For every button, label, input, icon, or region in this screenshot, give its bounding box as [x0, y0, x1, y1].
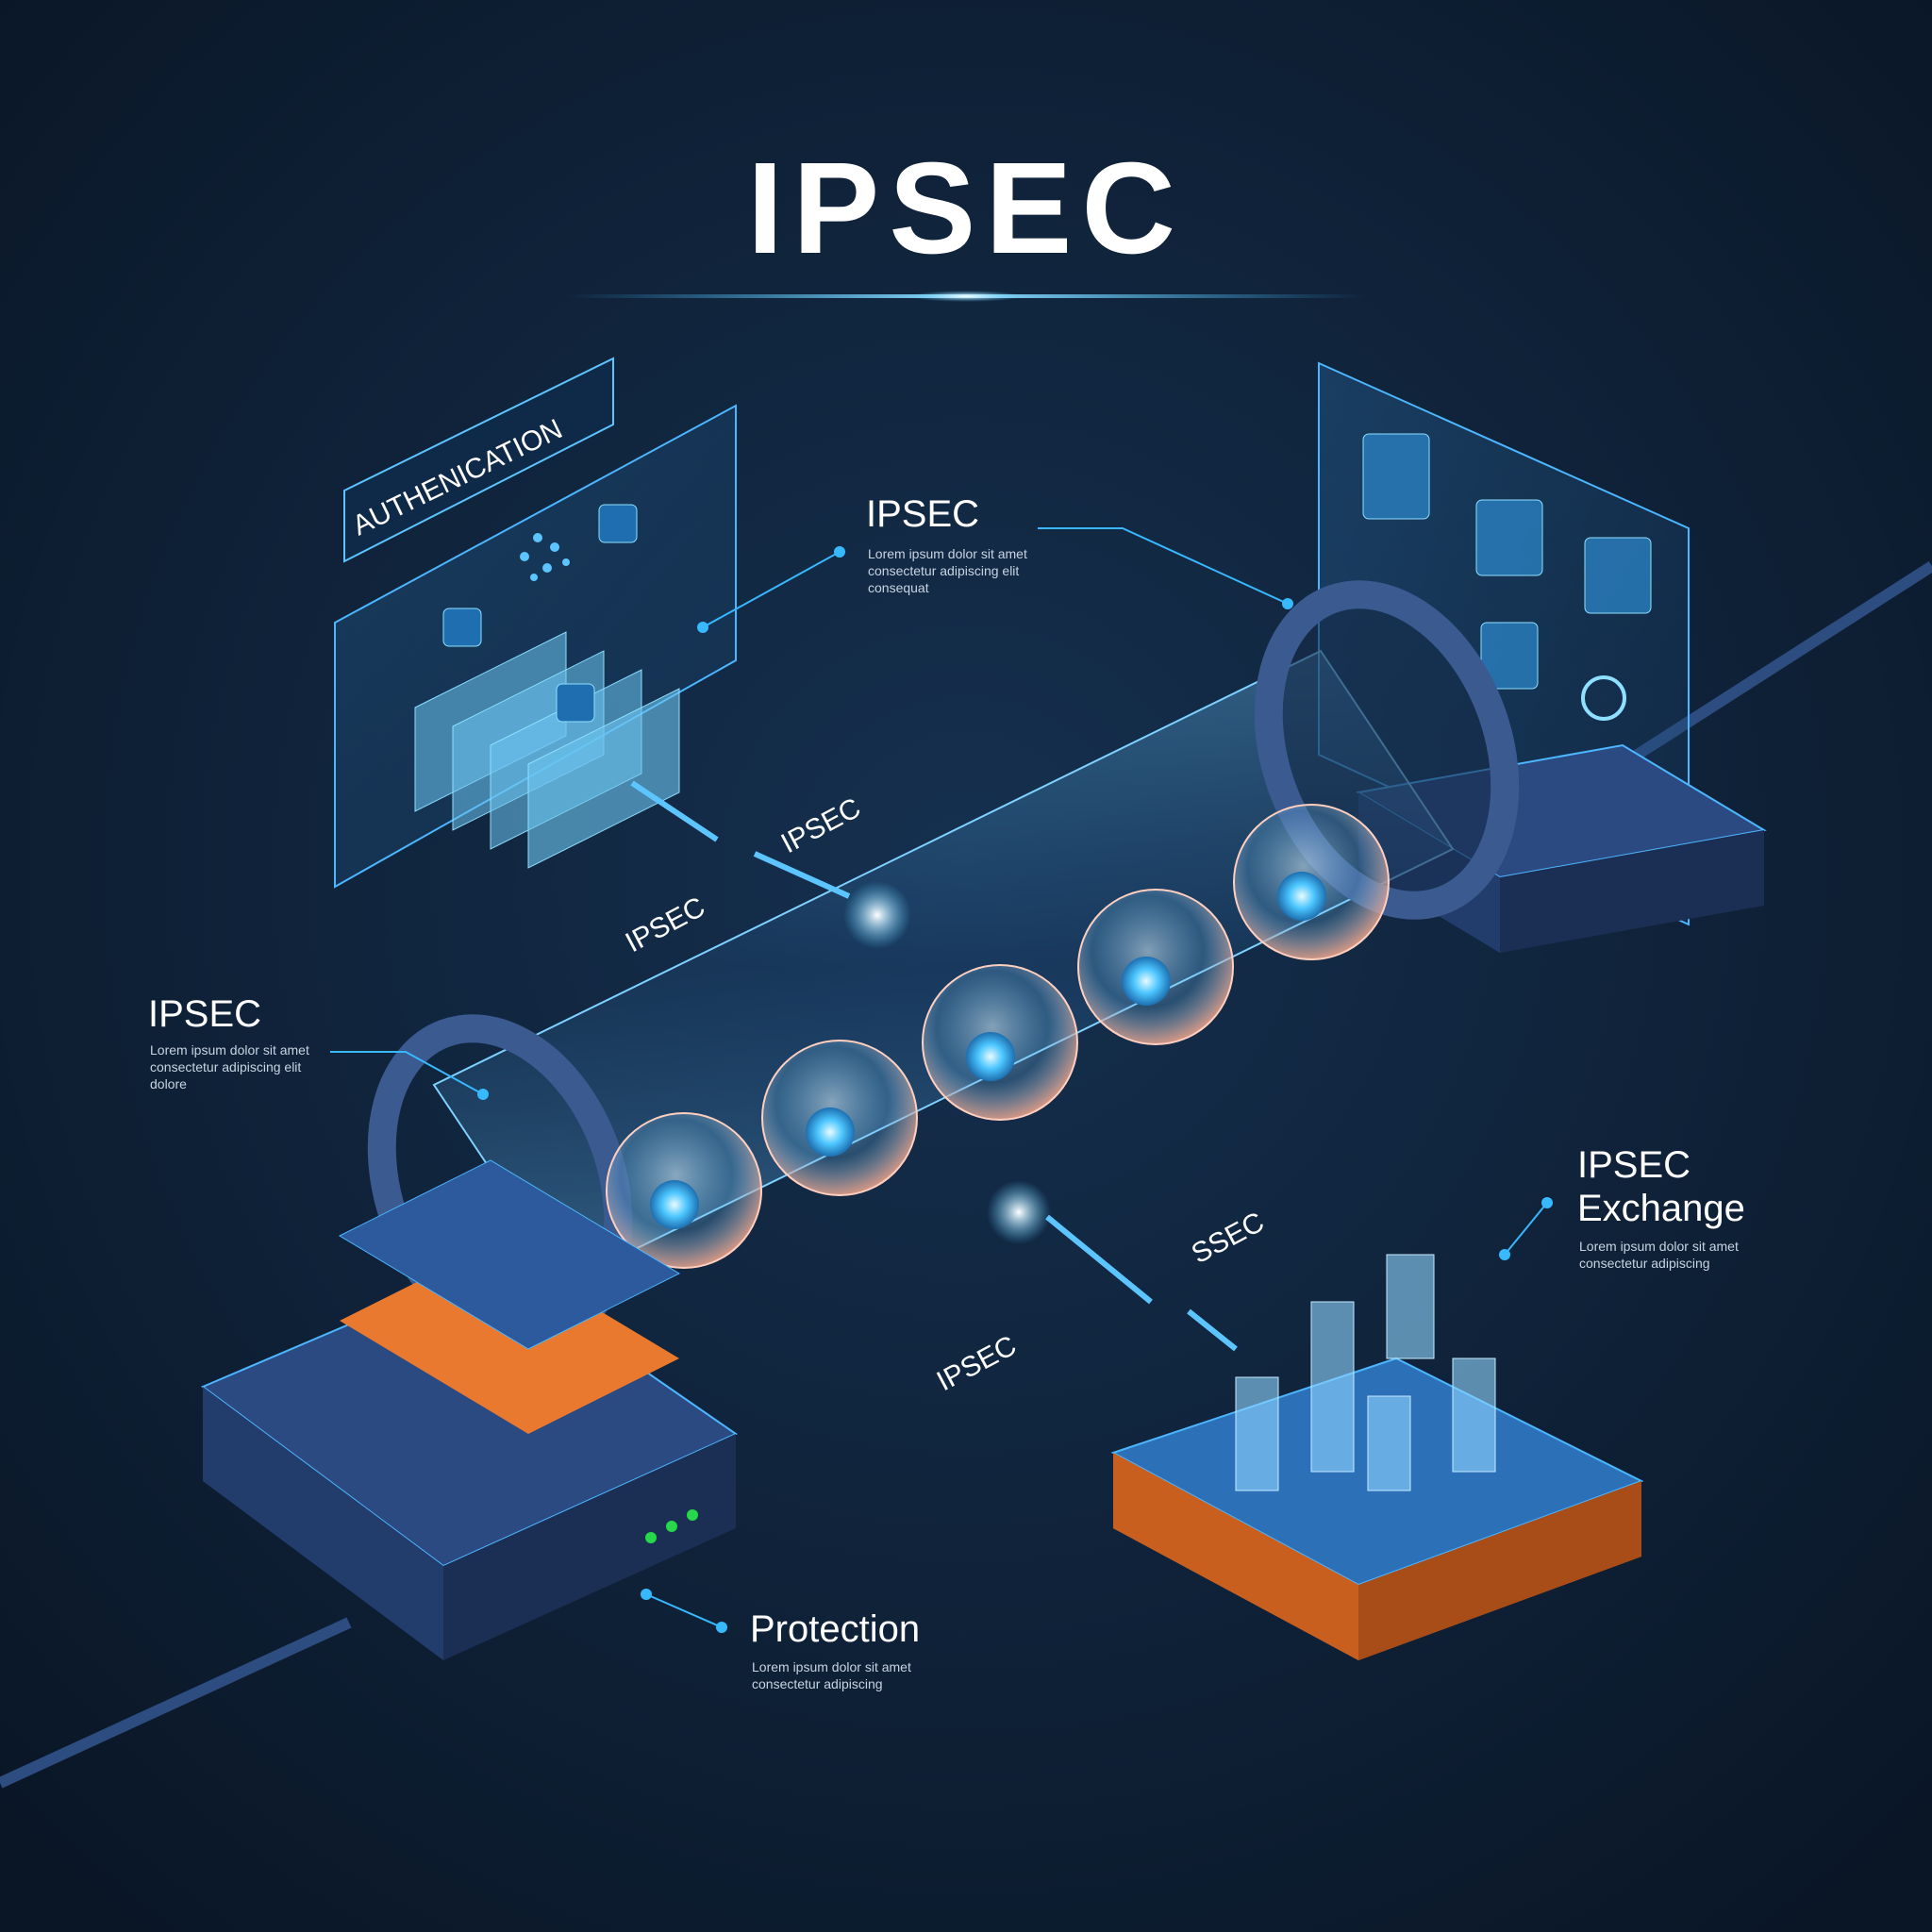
callout-top: IPSEC Lorem ipsum dolor sit amet consect…	[866, 493, 1027, 595]
callout-protection: Protection Lorem ipsum dolor sit amet co…	[750, 1608, 920, 1691]
arrow	[753, 851, 851, 899]
callout-line: dolore	[150, 1076, 187, 1091]
lock-icon	[442, 608, 482, 647]
callout-heading: IPSEC	[1577, 1144, 1690, 1186]
tunnel-flare-bottom	[987, 1180, 1051, 1244]
callout-heading: IPSEC	[148, 993, 261, 1035]
packet-core-icon	[966, 1032, 1015, 1081]
title-glow	[909, 291, 1023, 302]
arrow	[1045, 1214, 1153, 1305]
dot-cluster-icon	[520, 533, 570, 581]
packet-core-icon	[1122, 957, 1171, 1006]
callout-heading: Protection	[750, 1608, 920, 1650]
callout-subheading: Exchange	[1577, 1188, 1745, 1229]
callout-line: consectetur adipiscing	[752, 1676, 883, 1691]
packet-core-icon	[806, 1108, 855, 1157]
arrow	[630, 780, 719, 842]
page-title: IPSEC	[747, 136, 1185, 281]
leader-top	[702, 551, 841, 628]
data-exchange-platform	[1110, 1254, 1644, 1660]
leader-protection	[645, 1593, 723, 1628]
leader-right	[1038, 527, 1289, 605]
callout-exchange: IPSEC Exchange Lorem ipsum dolor sit ame…	[1577, 1144, 1745, 1271]
status-led	[645, 1532, 657, 1543]
platform-side	[1358, 1481, 1641, 1660]
callout-line: Lorem ipsum dolor sit amet	[752, 1659, 911, 1674]
orange-layer	[340, 1245, 679, 1434]
leader-lines	[330, 527, 1548, 1628]
callout-left: IPSEC Lorem ipsum dolor sit amet consect…	[148, 993, 309, 1091]
callout-line: Lorem ipsum dolor sit amet	[868, 546, 1027, 561]
home-medical-icon	[1475, 499, 1543, 576]
left-cable	[0, 1617, 352, 1789]
data-cube	[1367, 1395, 1411, 1491]
data-cube	[1235, 1376, 1279, 1491]
callout-line: consequat	[868, 580, 929, 595]
callout-line: Lorem ipsum dolor sit amet	[150, 1042, 309, 1058]
packet-core-icon	[1277, 872, 1326, 921]
leader-left	[330, 1051, 484, 1095]
document-icon	[1362, 433, 1430, 520]
platform-side	[1113, 1453, 1358, 1660]
leader-exchange	[1504, 1202, 1548, 1256]
status-led	[666, 1521, 677, 1532]
left-endpoint-device	[201, 1159, 739, 1660]
callout-line: consectetur adipiscing	[1579, 1256, 1710, 1271]
status-led	[687, 1509, 698, 1521]
person-id-icon	[1480, 622, 1539, 690]
callout-line: Lorem ipsum dolor sit amet	[1579, 1239, 1739, 1254]
callout-line: consectetur adipiscing elit	[150, 1059, 301, 1074]
data-cube	[1386, 1254, 1435, 1359]
packet-core-icon	[650, 1180, 699, 1229]
tunnel-flare-top	[843, 881, 911, 949]
gear-icon	[1581, 675, 1626, 721]
data-cube	[1452, 1357, 1496, 1473]
callout-heading: IPSEC	[866, 493, 979, 535]
data-cube	[1310, 1301, 1355, 1473]
arrow	[1187, 1308, 1238, 1352]
flow-arrows	[630, 780, 1238, 1352]
ipsec-tunnel	[367, 580, 1520, 1354]
callout-line: consectetur adipiscing elit	[868, 563, 1019, 578]
key-icon	[598, 504, 638, 543]
chip-layer	[338, 1159, 681, 1350]
leader-dots	[477, 546, 1553, 1633]
user-icon	[556, 683, 595, 723]
shield-check-icon	[1584, 537, 1652, 614]
